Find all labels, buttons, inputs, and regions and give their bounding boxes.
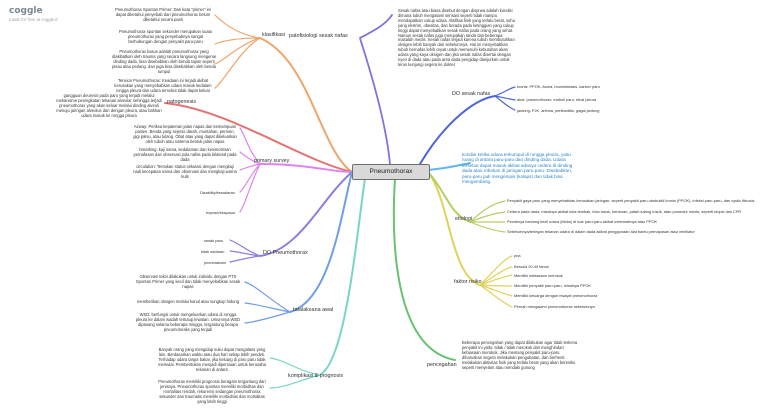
- branch-do-sesak-label[interactable]: DO sesak nafas: [452, 91, 491, 97]
- branch-primary-survey-label[interactable]: primary survey: [254, 158, 290, 164]
- edge-patogenesis: [164, 102, 353, 173]
- klasifikasi-item-1: Pneumothorax Spontan Primer: Dari kata "…: [115, 7, 211, 22]
- faktor-risiko-item-3: Memiliki kebiasaan merokok: [514, 273, 563, 278]
- edge-primary-survey: [259, 163, 353, 173]
- tatalaksana-item-1: Observasi tekni dilakukan untuk individu…: [135, 274, 241, 289]
- branch-patogenesis-label[interactable]: patogenesis: [167, 99, 197, 105]
- edge-tatalaksana: [289, 171, 353, 313]
- etiologi-item-3: Pecahnya kantung kecil udara (blebs) di …: [507, 219, 658, 224]
- faktor-risiko-item-4: Memiliki penyakit paru-paru, misalnya PP…: [514, 283, 591, 288]
- edge-kondisi: [427, 162, 471, 171]
- patofisiologi-text: Sesak nafas atau biasa disebut dengan di…: [398, 8, 515, 67]
- klasifikasi-item-2: Pneumothorax spontan sekunder merupakan …: [118, 29, 213, 44]
- edge-komplikasi: [319, 177, 366, 376]
- komplikasi-item-1: Banyak orang yang mengidap suku dapat me…: [158, 347, 266, 372]
- pencegahan-text: Beberapa pencegahan yang dapat dilakukan…: [462, 340, 578, 370]
- primary-survey-expose: expose/eksposur: [206, 210, 236, 215]
- patogenesis-text: gangguan deuresis pada paru yang terjadi…: [56, 93, 162, 118]
- etiologi-item-2: Cedera pada dada, misalnya akibat luka t…: [507, 209, 742, 214]
- do-sesak-item-3: jantung: PJK, aritmia, perikarditis, gag…: [517, 108, 600, 113]
- edge-klasifikasi: [259, 37, 353, 173]
- branch-etiologi-label[interactable]: etiologi: [455, 216, 473, 222]
- branch-pencegahan-label[interactable]: pencegahan: [427, 362, 457, 368]
- faktor-risiko-item-2: Berusia 20-40 tahun: [514, 264, 550, 269]
- etiologi-item-4: Sebelumnya/terlegan tekanan udara di dal…: [507, 229, 695, 234]
- tatalaksana-item-3: WSD: berfungsi untuk mengeluarkan udara …: [135, 312, 241, 332]
- do-sesak-item-1: kronis: PPOK, Asma, bronkiektasis, kanke…: [517, 84, 600, 89]
- faktor-risiko-item-5: Memiliki keluarga dengan riwayat pneumot…: [514, 293, 598, 298]
- branch-tatalaksana-label[interactable]: tatalaksana awal: [293, 307, 334, 313]
- komplikasi-item-2: Pneumothorax memiliki prognosis beragam …: [158, 379, 266, 404]
- kondisi-text: kondisi ketika udara terkumpul di rongga…: [462, 152, 573, 185]
- central-node[interactable]: Pneumothorax: [352, 164, 430, 180]
- klasifikasi-item-4: Tension Pneumothorax: Keadaan ini terjad…: [114, 78, 212, 93]
- primary-survey-circulation: circulation: Tentukan status sirkulasi d…: [133, 164, 237, 179]
- primary-survey-disability: Disability/kesadaran: [200, 190, 235, 195]
- edge-etiologi: [427, 171, 471, 223]
- coggle-logo: coggle: [9, 6, 43, 16]
- etiologi-item-1: Penyakit gaya paru yang menyebabkan keru…: [507, 198, 755, 203]
- edge-faktor-risiko: [427, 171, 481, 286]
- edge-patofisiologi: [359, 14, 393, 165]
- branch-komplikasi-label[interactable]: komplikasi & prognosis: [288, 373, 344, 379]
- primary-survey-airway: Airway: Periksa kepatenan jalan napas da…: [133, 124, 237, 144]
- do-pneumothorax-item-1: sesak paru: [204, 238, 224, 243]
- do-pneumothorax-item-2: tidak sadaran: [201, 249, 225, 254]
- faktor-risiko-item-1: pria: [514, 253, 521, 258]
- edge-do-sesak: [419, 95, 496, 165]
- primary-survey-breathing: breathing: kaji irama, kedalaman dan kes…: [133, 147, 237, 162]
- branch-klasifikasi-label[interactable]: klasifikasi: [262, 32, 286, 38]
- faktor-risiko-item-6: Pernah mengalami pneumothorax sebelumnya: [514, 304, 595, 309]
- edge-do-pneumothorax: [259, 171, 353, 257]
- do-sesak-item-2: akut: pneumothorax, emboli paru, efusi p…: [517, 97, 597, 102]
- do-pneumothorax-item-3: pneumatosis: [204, 260, 227, 265]
- edge-pencegahan: [392, 177, 456, 361]
- coggle-tagline: made for free at coggle.it: [9, 17, 58, 22]
- branch-faktor-risiko-label[interactable]: faktor risiko: [454, 279, 482, 285]
- tatalaksana-item-2: memberikan oksigen melalui kanul atau su…: [137, 299, 239, 304]
- branch-do-pneumothorax-label[interactable]: DO Pneumothorax: [263, 250, 308, 256]
- klasifikasi-item-3: Pneumothorax kasus adalah pneumothorax y…: [112, 49, 216, 74]
- branch-patofisiologi-label[interactable]: patofisiologi sesak nafas: [289, 33, 348, 39]
